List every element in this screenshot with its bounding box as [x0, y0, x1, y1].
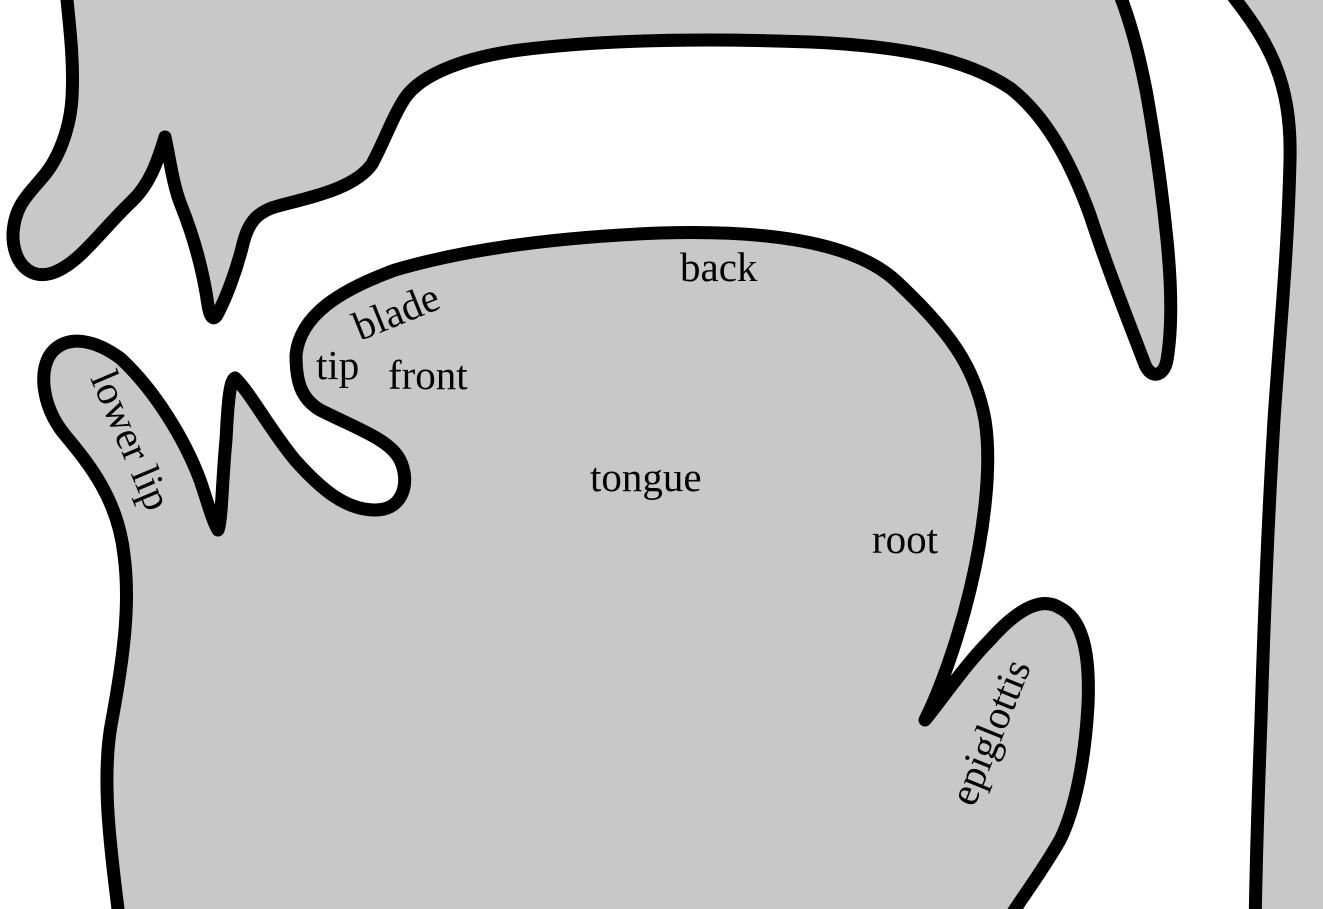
label-front: front — [388, 352, 468, 398]
label-tip: tip — [316, 342, 359, 388]
label-tongue: tongue — [590, 454, 702, 500]
label-root: root — [872, 516, 939, 562]
label-back: back — [680, 244, 758, 290]
pharynx-back-wall — [1228, 0, 1323, 909]
tongue-and-lower-jaw — [44, 233, 1089, 909]
